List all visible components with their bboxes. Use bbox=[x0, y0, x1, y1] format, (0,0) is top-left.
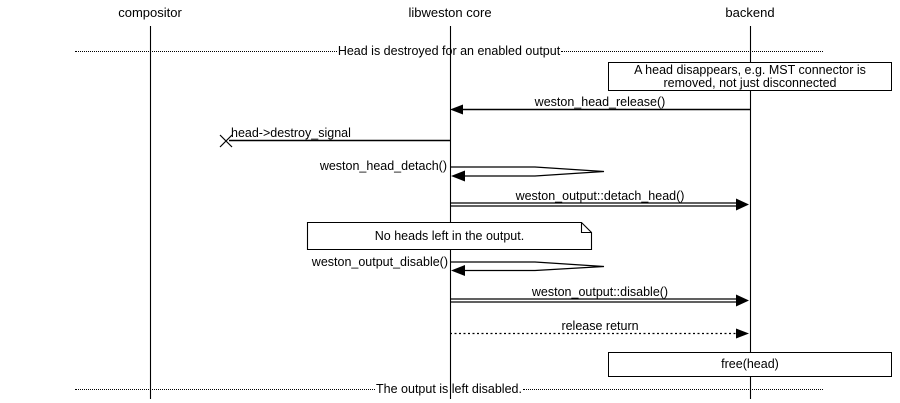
message-label-head-release: weston_head_release() bbox=[534, 95, 666, 109]
divider-text: The output is left disabled. bbox=[376, 382, 522, 396]
note-head-disappears: A head disappears, e.g. MST connector is… bbox=[608, 62, 892, 91]
divider-text: Head is destroyed for an enabled output bbox=[337, 44, 561, 58]
divider-dotted-line bbox=[75, 50, 337, 52]
participant-backend: backend bbox=[725, 5, 775, 20]
note-no-heads-text: No heads left in the output. bbox=[374, 228, 525, 243]
participant-compositor: compositor bbox=[118, 5, 182, 20]
divider-head-destroyed: Head is destroyed for an enabled output bbox=[75, 44, 824, 58]
self-call-loop-head-detach bbox=[450, 166, 605, 177]
message-label-head-detach: weston_head_detach() bbox=[319, 159, 447, 173]
lost-message-x-icon bbox=[219, 134, 233, 148]
note-head-disappears-line1: A head disappears, e.g. MST connector is bbox=[634, 62, 866, 77]
arrowhead-right-icon bbox=[736, 328, 749, 339]
divider-dotted-line bbox=[75, 388, 376, 390]
message-label-detach-head: weston_output::detach_head() bbox=[515, 189, 685, 203]
participant-libweston-core: libweston core bbox=[408, 5, 492, 20]
note-fold-icon bbox=[580, 222, 592, 234]
divider-dotted-line bbox=[522, 388, 823, 390]
arrowhead-left-icon bbox=[451, 170, 465, 182]
arrowhead-left-icon bbox=[451, 265, 465, 276]
action-box-free-head: free(head) bbox=[608, 352, 892, 377]
self-call-loop-output-disable bbox=[450, 261, 605, 272]
divider-dotted-line bbox=[561, 50, 824, 52]
arrowhead-right-icon bbox=[736, 198, 749, 211]
message-label-destroy-signal: head->destroy_signal bbox=[231, 126, 351, 140]
message-label-output-disable: weston_output_disable() bbox=[311, 255, 448, 269]
note-head-disappears-line2: removed, not just disconnected bbox=[663, 75, 837, 90]
action-box-free-head-text: free(head) bbox=[721, 357, 779, 371]
note-no-heads-shape bbox=[306, 221, 593, 251]
message-label-release-return: release return bbox=[561, 319, 639, 333]
arrowhead-left-icon bbox=[450, 104, 463, 115]
arrowhead-right-icon bbox=[736, 294, 749, 307]
divider-output-disabled: The output is left disabled. bbox=[75, 382, 823, 396]
message-label-disable: weston_output::disable() bbox=[531, 285, 669, 299]
